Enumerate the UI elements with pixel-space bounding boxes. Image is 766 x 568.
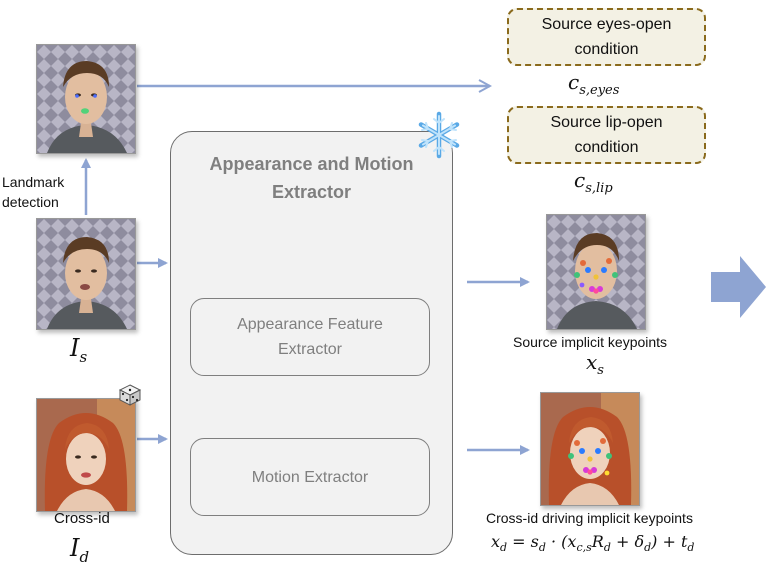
lip-open-condition-label: Source lip-open condition [550, 114, 663, 156]
driving-keypoints-label: Cross-id driving implicit keypoints [486, 510, 693, 526]
appearance-motion-extractor: Appearance and Motion Extractor Appearan… [170, 131, 453, 555]
dice-icon [118, 383, 142, 407]
extractor-title: Appearance and Motion Extractor [209, 154, 414, 202]
driving-keypoints-formula: xd = sd · (xc,sRd + δd) + td [491, 532, 695, 555]
eyes-condition-symbol: cs,eyes [568, 70, 620, 98]
source-keypoints-image [546, 214, 646, 330]
snowflake-icon [414, 110, 464, 160]
lip-open-condition-box: Source lip-open condition [507, 106, 706, 164]
source-keypoints-symbol: xs [586, 350, 604, 378]
driving-keypoints-image [540, 392, 640, 506]
eyes-open-condition-label: Source eyes-open condition [541, 16, 672, 58]
driving-image [36, 398, 136, 512]
source-keypoints-label: Source implicit keypoints [513, 334, 668, 350]
continuation-block-arrow [711, 256, 766, 318]
eyes-open-condition-box: Source eyes-open condition [507, 8, 706, 66]
landmark-detection-label: Landmark detection [2, 174, 65, 210]
motion-extractor-label: Motion Extractor [251, 468, 369, 486]
cross-id-label: Cross-id [54, 510, 110, 527]
driving-image-symbol: Id [70, 534, 90, 566]
source-image [36, 218, 136, 330]
landmark-image [36, 44, 136, 154]
motion-extractor: Motion Extractor [190, 438, 430, 516]
source-image-symbol: Is [70, 334, 88, 366]
lip-condition-symbol: cs,lip [574, 168, 613, 196]
appearance-feature-extractor-label: Appearance Feature Extractor [237, 316, 383, 358]
appearance-feature-extractor: Appearance Feature Extractor [190, 298, 430, 376]
